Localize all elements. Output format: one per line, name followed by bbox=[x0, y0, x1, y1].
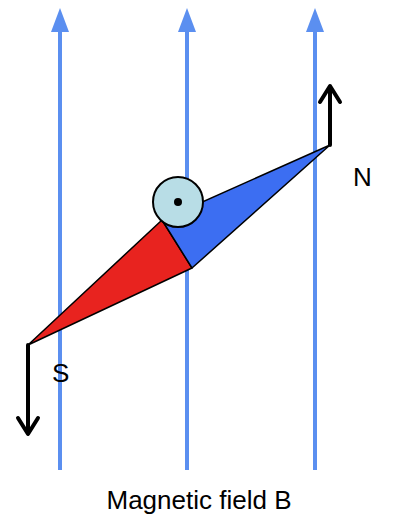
compass-needle bbox=[28, 145, 330, 345]
pole-label: N bbox=[353, 164, 372, 190]
pole-label: S bbox=[52, 360, 69, 386]
axis-label: Magnetic field B bbox=[107, 487, 292, 513]
force-arrows bbox=[18, 86, 340, 434]
